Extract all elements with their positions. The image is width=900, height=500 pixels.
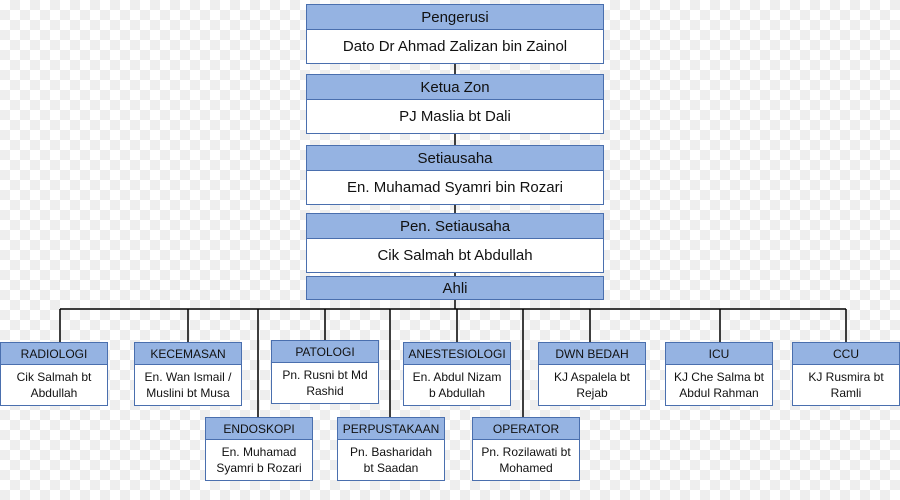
unit-person: Pn. Rusni bt Md Rashid	[282, 367, 368, 398]
unit-title: KECEMASAN	[135, 343, 241, 365]
unit-radiologi: RADIOLOGI Cik Salmah bt Abdullah	[0, 342, 108, 406]
unit-person: KJ Aspalela bt Rejab	[553, 369, 631, 400]
ahli-box: Ahli	[306, 276, 604, 300]
setiausaha-title: Setiausaha	[307, 146, 603, 171]
unit-title: CCU	[793, 343, 899, 365]
ketua-zon-title: Ketua Zon	[307, 75, 603, 100]
ketua-zon-box: Ketua Zon PJ Maslia bt Dali	[306, 74, 604, 134]
unit-person: En. Abdul Nizam b Abdullah	[412, 369, 502, 400]
unit-endoskopi: ENDOSKOPI En. Muhamad Syamri b Rozari	[205, 417, 313, 481]
unit-dwn-bedah: DWN BEDAH KJ Aspalela bt Rejab	[538, 342, 646, 406]
unit-title: ENDOSKOPI	[206, 418, 312, 440]
unit-person: KJ Rusmira bt Ramli	[808, 369, 884, 400]
unit-person: Pn. Basharidah bt Saadan	[349, 444, 433, 475]
ketua-zon-name: PJ Maslia bt Dali	[399, 107, 511, 125]
unit-person: Cik Salmah bt Abdullah	[16, 369, 92, 400]
pengerusi-name: Dato Dr Ahmad Zalizan bin Zainol	[342, 37, 568, 55]
unit-person: Pn. Rozilawati bt Mohamed	[481, 444, 571, 475]
pen-setiausaha-title: Pen. Setiausaha	[307, 214, 603, 239]
pen-setiausaha-box: Pen. Setiausaha Cik Salmah bt Abdullah	[306, 213, 604, 273]
unit-patologi: PATOLOGI Pn. Rusni bt Md Rashid	[271, 340, 379, 404]
unit-kecemasan: KECEMASAN En. Wan Ismail / Muslini bt Mu…	[134, 342, 242, 406]
unit-person: En. Wan Ismail / Muslini bt Musa	[144, 369, 232, 400]
unit-ccu: CCU KJ Rusmira bt Ramli	[792, 342, 900, 406]
unit-title: PERPUSTAKAAN	[338, 418, 444, 440]
unit-title: OPERATOR	[473, 418, 579, 440]
setiausaha-name: En. Muhamad Syamri bin Rozari	[347, 178, 563, 196]
unit-person: KJ Che Salma bt Abdul Rahman	[673, 369, 765, 400]
unit-operator: OPERATOR Pn. Rozilawati bt Mohamed	[472, 417, 580, 481]
unit-title: DWN BEDAH	[539, 343, 645, 365]
unit-title: PATOLOGI	[272, 341, 378, 363]
setiausaha-box: Setiausaha En. Muhamad Syamri bin Rozari	[306, 145, 604, 205]
unit-title: ICU	[666, 343, 772, 365]
unit-title: ANESTESIOLOGI	[404, 343, 510, 365]
unit-perpustakaan: PERPUSTAKAAN Pn. Basharidah bt Saadan	[337, 417, 445, 481]
pengerusi-title: Pengerusi	[307, 5, 603, 30]
unit-person: En. Muhamad Syamri b Rozari	[216, 444, 302, 475]
unit-icu: ICU KJ Che Salma bt Abdul Rahman	[665, 342, 773, 406]
pen-setiausaha-name: Cik Salmah bt Abdullah	[377, 246, 533, 264]
pengerusi-box: Pengerusi Dato Dr Ahmad Zalizan bin Zain…	[306, 4, 604, 64]
unit-anestesiologi: ANESTESIOLOGI En. Abdul Nizam b Abdullah	[403, 342, 511, 406]
unit-title: RADIOLOGI	[1, 343, 107, 365]
